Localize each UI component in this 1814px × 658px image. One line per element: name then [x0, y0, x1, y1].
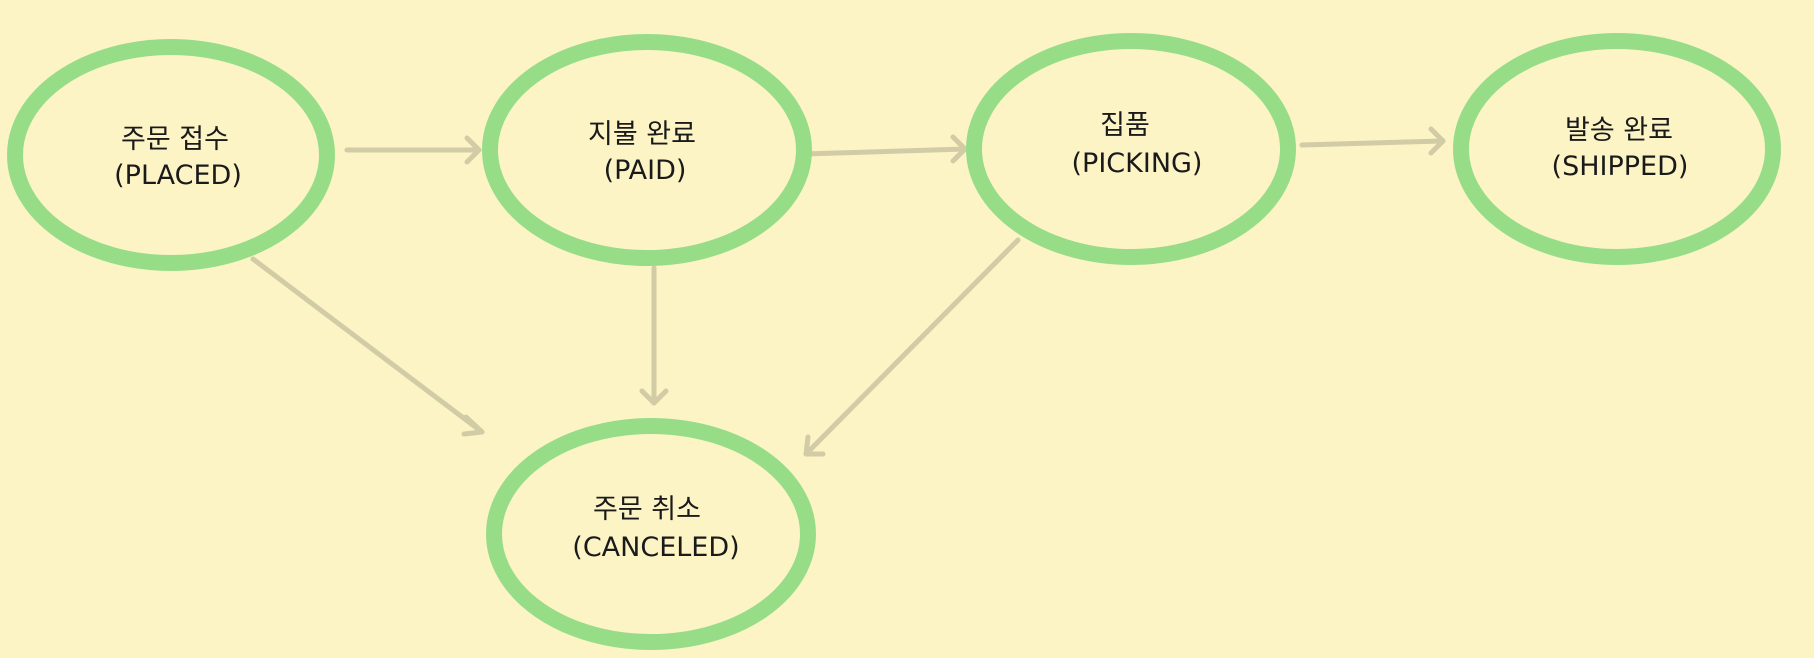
edge-picking-to-shipped: [1299, 126, 1446, 156]
edge-paid-to-picking: [801, 134, 968, 164]
node-shipped: 발송 완료 (SHIPPED): [1453, 33, 1781, 265]
node-paid-label-ko: 지불 완료: [588, 119, 696, 150]
edge-placed-to-paid: [344, 135, 482, 165]
edge-paid-to-canceled: [639, 265, 669, 406]
node-paid: 지불 완료 (PAID): [482, 34, 812, 266]
node-paid-label-en: (PAID): [604, 155, 687, 186]
node-picking: 집품 (PICKING): [966, 33, 1296, 265]
node-picking-label-ko: 집품: [1100, 110, 1150, 141]
node-shipped-label-en: (SHIPPED): [1552, 151, 1689, 182]
node-placed-label-en: (PLACED): [114, 160, 242, 191]
edge-picking-to-canceled: [803, 237, 1021, 457]
node-shipped-label-ko: 발송 완료: [1565, 115, 1673, 146]
node-canceled-label-en: (CANCELED): [572, 532, 739, 563]
edge-placed-to-canceled: [250, 256, 485, 437]
node-picking-label-en: (PICKING): [1072, 148, 1203, 179]
node-canceled: 주문 취소 (CANCELED): [486, 418, 816, 650]
node-placed-label-ko: 주문 접수: [121, 124, 229, 155]
node-placed: 주문 접수 (PLACED): [7, 39, 335, 271]
node-canceled-label-ko: 주문 취소: [593, 494, 701, 525]
